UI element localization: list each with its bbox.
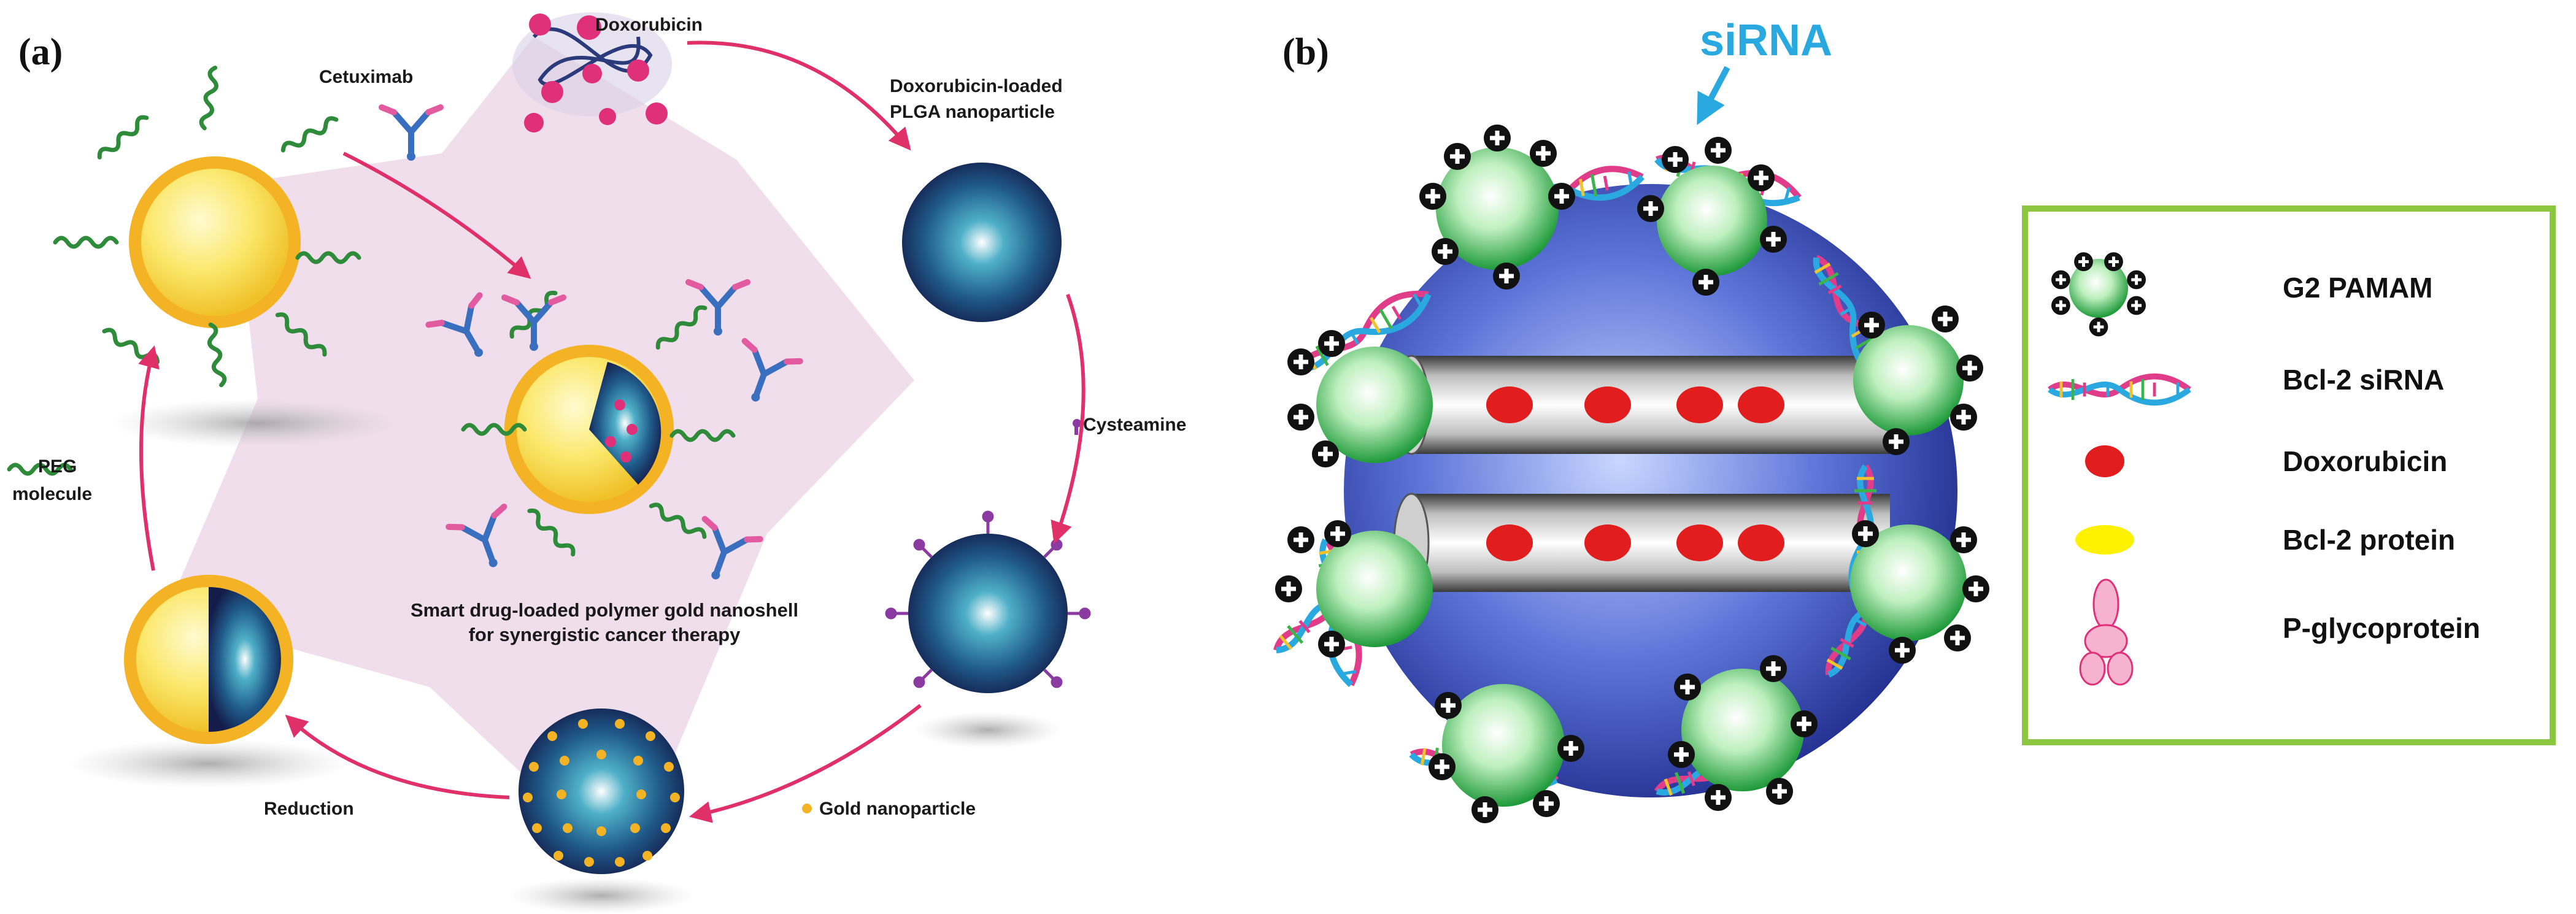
arrow-cysteamine-to-gold bbox=[688, 704, 922, 823]
gold-nanoparticle-label: Gold nanoparticle bbox=[819, 799, 976, 819]
cysteamine-particle-icon bbox=[885, 510, 1091, 693]
arrow-dox-to-plga bbox=[687, 40, 911, 151]
nanotube-upper bbox=[1393, 355, 1890, 455]
arrow-plga-to-cysteamine bbox=[1051, 294, 1086, 544]
cysteamine-label: Cysteamine bbox=[1083, 415, 1186, 435]
panel-b: (b) siRNA bbox=[1268, 16, 2556, 823]
center-caption-1: Smart drug-loaded polymer gold nanoshell bbox=[411, 599, 798, 621]
doxorubicin-drugs bbox=[1486, 386, 1784, 561]
shadow bbox=[914, 712, 1062, 748]
dox-plga-label-2: PLGA nanoparticle bbox=[890, 102, 1055, 122]
panel-b-label: (b) bbox=[1282, 31, 1329, 73]
legend-label-4: P-glycoprotein bbox=[2283, 612, 2480, 644]
shadow bbox=[509, 877, 693, 914]
legend-label-3: Bcl-2 protein bbox=[2283, 524, 2455, 556]
dox-plga-label-1: Doxorubicin-loaded bbox=[890, 76, 1063, 96]
nanotube-lower bbox=[1393, 493, 1890, 593]
doxorubicin-cluster-icon bbox=[512, 12, 672, 132]
cetuximab-antibody-icon bbox=[382, 107, 441, 161]
cycle-arrows bbox=[138, 40, 1086, 823]
doxorubicin-label: Doxorubicin bbox=[595, 15, 703, 35]
dendrimer-core-icon bbox=[1344, 184, 1957, 797]
shadow bbox=[110, 399, 405, 448]
legend-label-2: Doxorubicin bbox=[2283, 445, 2447, 477]
reduction-label: Reduction bbox=[264, 799, 354, 819]
gold-dot-icon bbox=[802, 804, 812, 813]
arrow-cetuximab-to-center bbox=[342, 152, 531, 279]
legend-label-1: Bcl-2 siRNA bbox=[2283, 364, 2444, 396]
pamam-icon bbox=[2051, 252, 2146, 337]
cetuximab-label: Cetuximab bbox=[319, 67, 413, 87]
sirna-label: siRNA bbox=[1700, 16, 1832, 65]
glycoprotein-icon bbox=[2079, 578, 2134, 686]
arrow-gold-to-halfshell bbox=[285, 715, 510, 799]
plga-nanoparticle-icon bbox=[902, 163, 1062, 322]
half-shell-particle-icon bbox=[124, 575, 293, 744]
cysteamine-marker-icon bbox=[1073, 419, 1081, 435]
legend-box: G2 PAMAM Bcl-2 siRNA Doxorubicin Bcl-2 p… bbox=[2022, 205, 2556, 745]
pegylated-gold-shell-icon bbox=[55, 67, 359, 386]
peg-label-1: PEG bbox=[38, 456, 77, 477]
peg-label-2: molecule bbox=[12, 484, 92, 504]
shadow bbox=[67, 739, 350, 788]
legend-label-0: G2 PAMAM bbox=[2283, 272, 2433, 304]
arrow-halfshell-to-peg bbox=[138, 345, 160, 571]
sirna-arrow-icon bbox=[1697, 66, 1730, 125]
yellow-ellipse-icon bbox=[2075, 525, 2134, 555]
gold-decorated-particle-icon bbox=[519, 709, 684, 874]
panel-a-label: (a) bbox=[18, 31, 63, 73]
smart-nanoshell-icon bbox=[428, 282, 800, 589]
center-caption-2: for synergistic cancer therapy bbox=[469, 624, 741, 645]
red-dot-icon bbox=[2085, 445, 2124, 477]
panel-a: (a) Doxorubicin Cetuximab Doxorubicin-lo… bbox=[9, 12, 1186, 914]
pamam-spheres bbox=[1316, 147, 1967, 807]
